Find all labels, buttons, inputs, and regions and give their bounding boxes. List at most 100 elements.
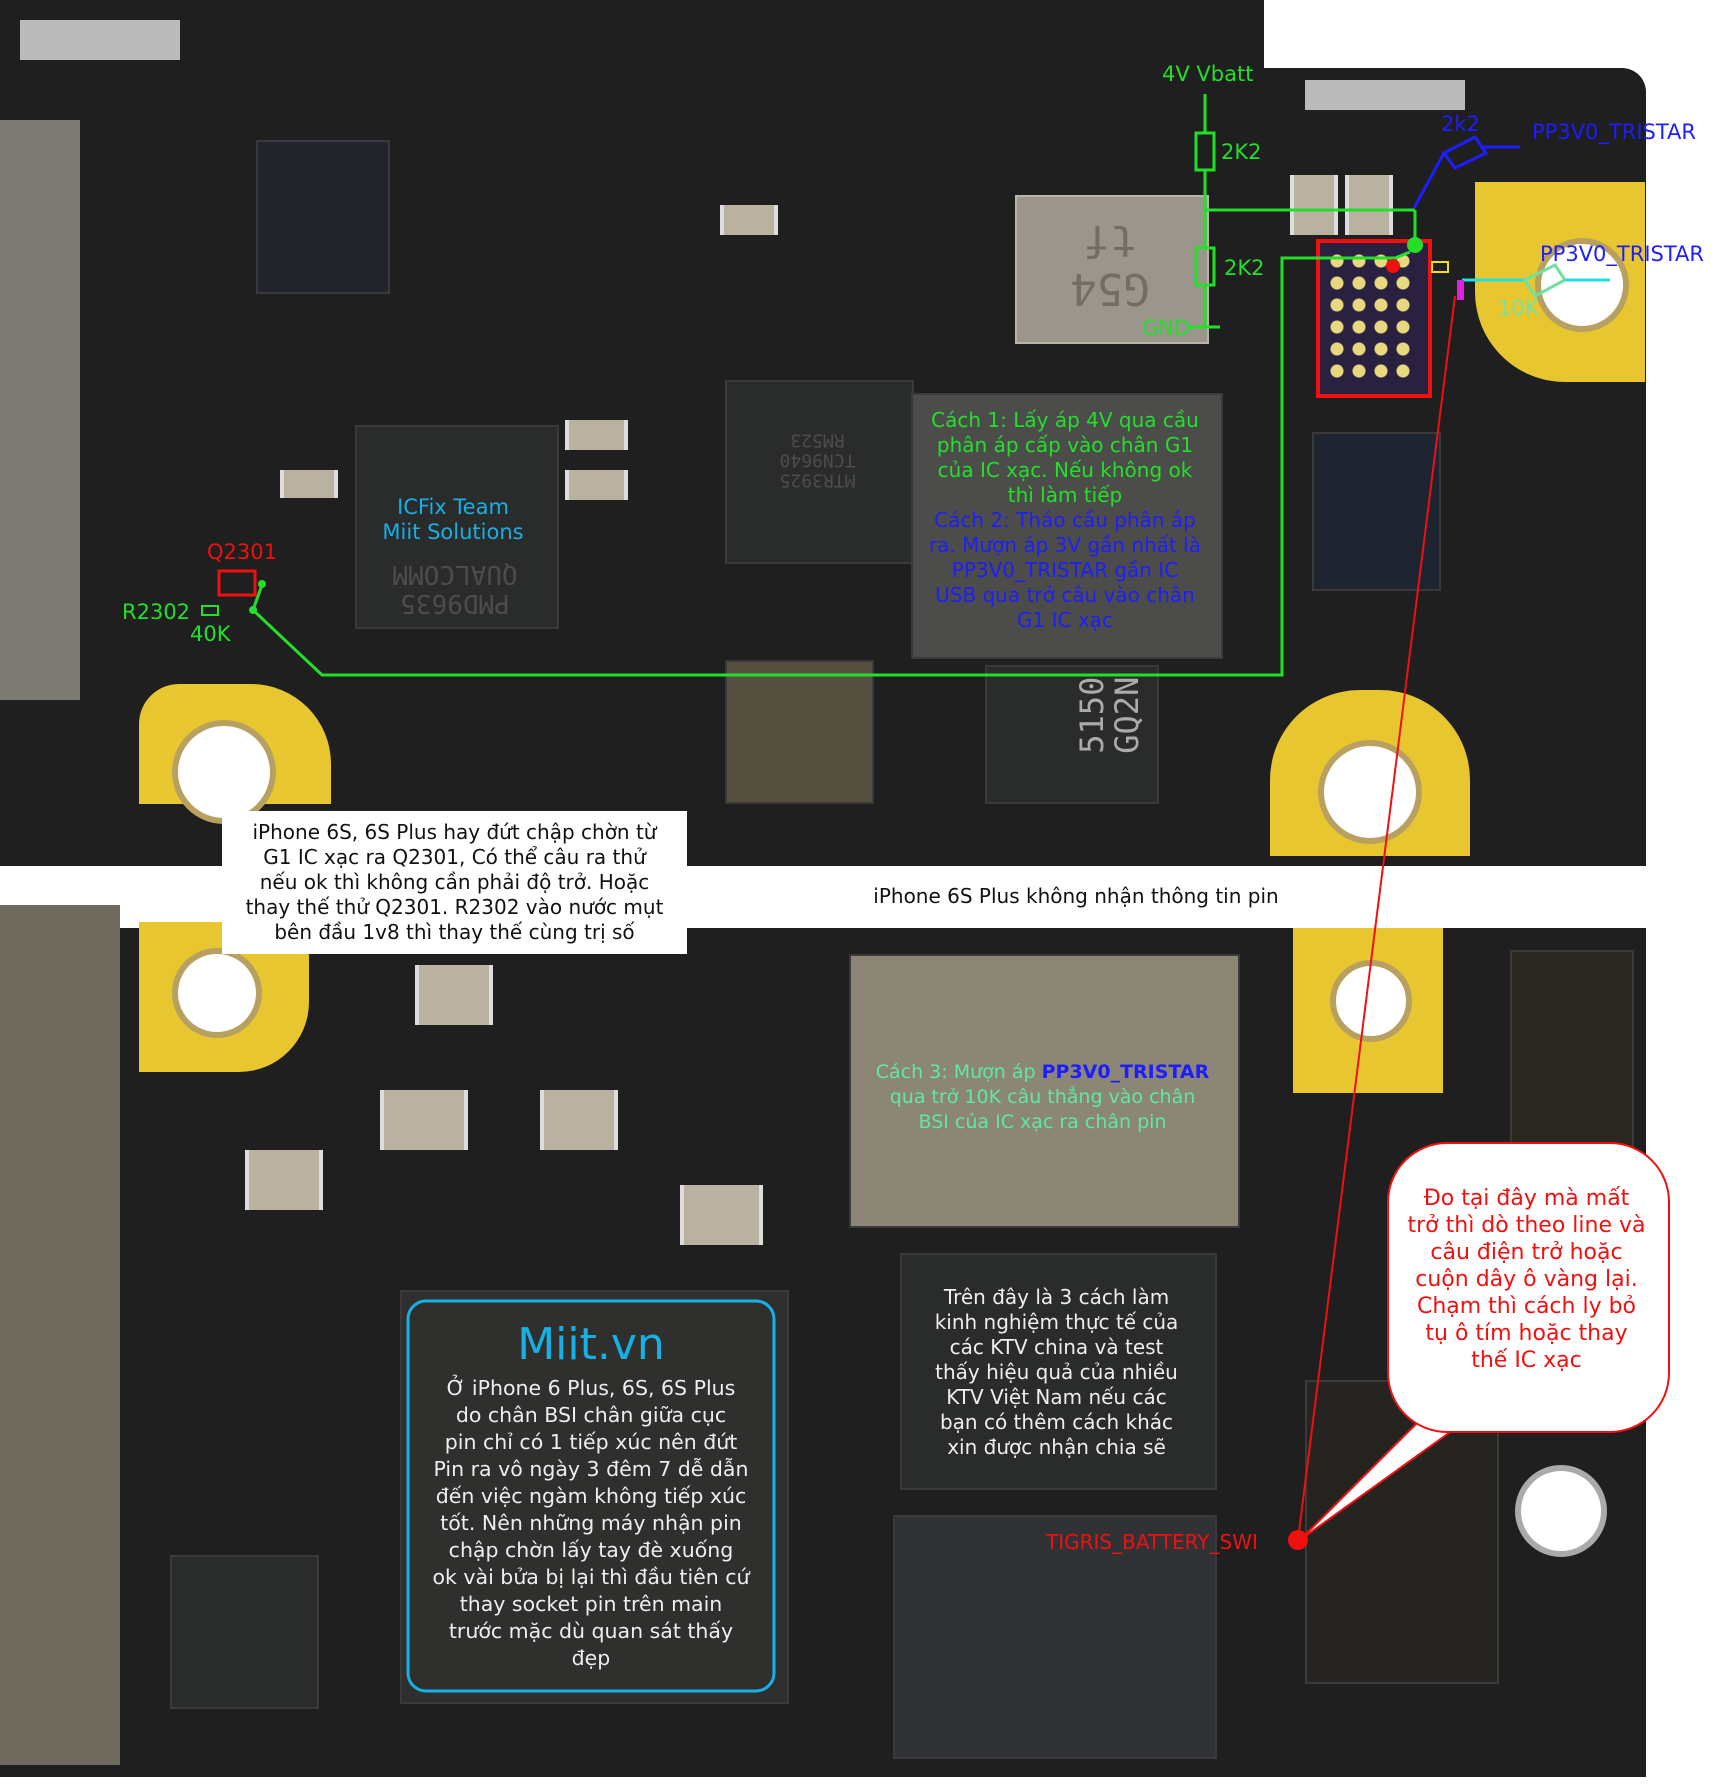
miit-line: pin chỉ có 1 tiếp xúc nên đứt: [444, 1430, 738, 1454]
note-line: G1 IC xạc ra Q2301, Có thể câu ra thử: [263, 845, 646, 869]
chip: [170, 1555, 319, 1709]
yellow-coil-mark: [1431, 261, 1449, 273]
left-shield-bottom: [0, 905, 120, 1765]
callout-line: tụ ô tím hoặc thay: [1425, 1321, 1628, 1346]
capacitor: [1290, 175, 1338, 235]
battery-connector: [1305, 1380, 1499, 1684]
miit-brand: Miit.vn: [517, 1319, 665, 1370]
blue-2k2-link: [1412, 135, 1520, 209]
miit-box-border: [406, 1299, 776, 1693]
miit-line: tốt. Nên những máy nhận pin: [440, 1511, 742, 1535]
miit-line: đẹp: [571, 1646, 611, 1670]
method1-line: của IC xạc. Nếu không ok: [937, 458, 1193, 482]
method3-highlight: PP3V0_TRISTAR: [1041, 1061, 1210, 1083]
method1-line: Cách 1: Lấy áp 4V qua cầu: [931, 408, 1199, 432]
method3-line1: Cách 3: Mượn áp PP3V0_TRISTAR: [849, 1060, 1236, 1085]
red-callout-text: Đo tại đây mà mất trở thì dò theo line v…: [1387, 1185, 1666, 1374]
q2301-box: [217, 569, 257, 597]
miit-text: Ở iPhone 6 Plus, 6S, 6S Plus do chân BSI…: [408, 1375, 774, 1672]
resistor-bottom-label: 2K2: [1224, 256, 1265, 280]
r2302-value: 40K: [190, 622, 231, 646]
method3-prefix: Cách 3: Mượn áp: [875, 1061, 1042, 1083]
method1-line: thì làm tiếp: [1007, 483, 1123, 507]
summary-line: Trên đây là 3 cách làm: [943, 1285, 1170, 1309]
summary-line: bạn có thêm cách khác: [939, 1410, 1174, 1434]
capacitor: [280, 470, 338, 498]
method3-text: Cách 3: Mượn áp PP3V0_TRISTAR qua trở 10…: [849, 1060, 1236, 1135]
capacitor: [680, 1185, 763, 1245]
gq-chip: [985, 665, 1159, 804]
summary-line: thấy hiệu quả của nhiều: [935, 1360, 1178, 1384]
summary-chip: [900, 1253, 1217, 1490]
r2302-dot: [249, 606, 257, 614]
summary-line: xin được nhận chia sẽ: [947, 1435, 1166, 1459]
team-line: Miit Solutions: [382, 520, 524, 545]
page-title: iPhone 6S Plus không nhận thông tin pin: [873, 884, 1279, 908]
miit-line: Ở iPhone 6 Plus, 6S, 6S Plus: [446, 1376, 736, 1400]
team-line: ICFix Team: [397, 495, 509, 519]
mount-hole: [1535, 238, 1629, 332]
miit-chip: [400, 1290, 789, 1704]
miit-line: Pin ra vô ngày 3 đêm 7 dễ dẫn: [433, 1457, 749, 1481]
method-text: Cách 1: Lấy áp 4V qua cầu phân áp cấp và…: [911, 408, 1219, 633]
miit-line: trước mặc dù quan sát thấy: [448, 1619, 734, 1643]
note-left: iPhone 6S, 6S Plus hay đứt chập chờn từ …: [222, 820, 687, 945]
purple-capacitor-mark: [1457, 280, 1464, 300]
callout-tail: [1299, 1419, 1461, 1541]
capacitor: [565, 420, 628, 450]
method-chip: [911, 393, 1223, 659]
charger-ic-balls: [1326, 250, 1416, 380]
miit-line: do chân BSI chân giữa cục: [455, 1403, 727, 1427]
miit-line: thay socket pin trên main: [459, 1592, 723, 1616]
gnd-label: GND: [1142, 316, 1191, 340]
red-pin-dot: [1386, 259, 1400, 273]
method2-line: PP3V0_TRISTAR gần IC: [951, 558, 1179, 582]
callout-line: Chạm thì cách ly bỏ: [1416, 1294, 1637, 1319]
tristar-label-2: PP3V0_TRISTAR: [1540, 242, 1705, 266]
note-line: nếu ok thì không cần phải độ trở. Hoặc: [259, 870, 650, 894]
method2-line: G1 IC xạc: [1017, 608, 1113, 632]
summary-line: KTV Việt Nam nếu các: [946, 1385, 1167, 1409]
antenna-ring: [1515, 1465, 1607, 1557]
callout-line: cuộn dây ô vàng lại.: [1415, 1267, 1638, 1292]
callout-line: Đo tại đây mà mất: [1423, 1186, 1630, 1211]
chip: [725, 660, 874, 804]
resistor-top-label: 2K2: [1221, 140, 1262, 164]
note-line: bên đầu 1v8 thì thay thế cùng trị số: [274, 920, 635, 944]
capacitor: [1345, 175, 1393, 235]
mount-hole: [1318, 740, 1422, 844]
capacitor: [565, 470, 628, 500]
left-shield: [0, 120, 80, 700]
usb-chip: [1312, 432, 1441, 591]
method3-line: BSI của IC xạc ra chân pin: [918, 1111, 1167, 1133]
pmic-chip: [355, 425, 559, 629]
resistor-10k-label: 10K: [1498, 296, 1539, 320]
capacitor: [415, 965, 493, 1025]
green-divider-network: [251, 94, 1417, 677]
callout-line: trở thì dò theo line và: [1407, 1213, 1646, 1238]
chip: [256, 140, 390, 294]
method2-line: ra. Mượn áp 3V gần nhất là: [928, 533, 1202, 557]
r2302-label: R2302: [122, 600, 191, 624]
title-strip: [687, 866, 1646, 928]
resistor-blue-label: 2k2: [1441, 112, 1480, 136]
q2301-dot: [258, 580, 266, 588]
team-credit: ICFix Team Miit Solutions: [353, 495, 553, 545]
miit-line: ok vài bửa bị lại thì đầu tiên cứ: [432, 1565, 750, 1589]
summary-line: kinh nghiệm thực tế của: [934, 1310, 1179, 1334]
method1-line: phân áp cấp vào chân G1: [936, 433, 1194, 457]
red-callout: [1387, 1142, 1670, 1433]
tf-chip: [1015, 195, 1209, 344]
connector-pad: [1305, 80, 1465, 110]
capacitor: [245, 1150, 323, 1210]
connector-pad: [20, 20, 180, 60]
g1-pin-dot: [1407, 237, 1423, 253]
q2301-label: Q2301: [207, 540, 277, 564]
vbatt-label: 4V Vbatt: [1162, 62, 1254, 86]
tigris-dot: [1288, 1530, 1308, 1550]
mount-hole: [172, 948, 262, 1038]
summary-text: Trên đây là 3 cách làm kinh nghiệm thực …: [900, 1285, 1213, 1460]
summary-line: các KTV china và test: [949, 1335, 1164, 1359]
r2302-box: [201, 605, 219, 616]
